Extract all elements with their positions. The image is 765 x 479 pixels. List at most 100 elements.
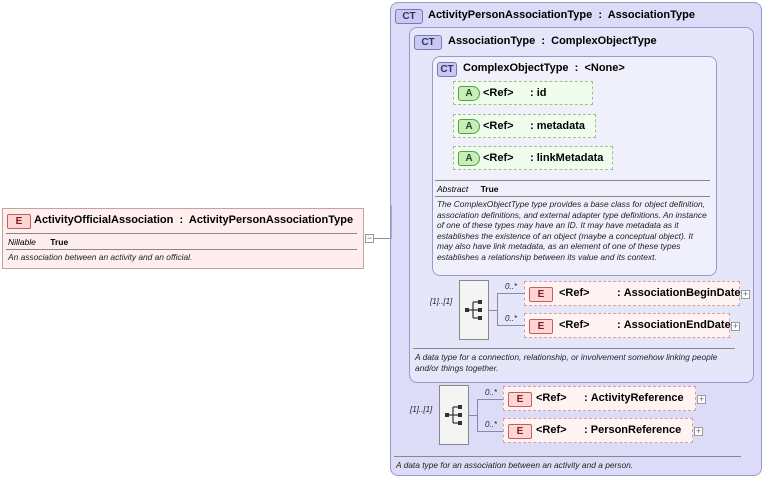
sequence-compositor[interactable] (439, 385, 469, 445)
element-name-text: AssociationBeginDate (623, 287, 741, 299)
inner-type-title: ComplexObjectType : <None> (463, 62, 625, 74)
attribute-link-metadata[interactable]: A <Ref> : linkMetadata (453, 146, 613, 170)
element-name-text: AssociationEndDate (623, 319, 731, 331)
root-description: An association between an activity and a… (8, 252, 193, 262)
connector-line (477, 399, 503, 400)
element-name: : ActivityReference (584, 392, 684, 404)
attribute-name-text: metadata (536, 120, 586, 132)
complex-type-icon: CT (414, 35, 442, 50)
attribute-metadata[interactable]: A <Ref> : metadata (453, 114, 596, 138)
element-association-begin-date[interactable]: E <Ref> : AssociationBeginDate (524, 281, 740, 306)
element-badge: E (529, 319, 553, 334)
mid-type-base: ComplexObjectType (551, 35, 657, 47)
type-separator: : (571, 62, 582, 74)
sequence-icon (465, 300, 482, 320)
outer-type-name: ActivityPersonAssociationType (428, 9, 593, 21)
inner-type-base: <None> (584, 62, 625, 74)
type-separator: : (176, 214, 187, 226)
connector-line (477, 431, 503, 432)
sequence-compositor[interactable] (459, 280, 489, 340)
connector-line (497, 293, 525, 294)
element-badge: E (7, 214, 31, 229)
element-person-reference[interactable]: E <Ref> : PersonReference (503, 418, 693, 443)
collapse-toggle-icon[interactable]: − (365, 233, 374, 243)
complex-type-activity-person-association: CT ActivityPersonAssociationType : Assoc… (390, 2, 762, 476)
connector-line (497, 293, 498, 326)
element-name: : AssociationEndDate (617, 319, 731, 331)
element-name-text: PersonReference (590, 424, 682, 436)
attribute-ref: <Ref> (483, 152, 514, 164)
element-name: : PersonReference (584, 424, 682, 436)
attribute-ref: <Ref> (483, 120, 514, 132)
element-ref: <Ref> (536, 424, 567, 436)
connector-line (469, 415, 477, 416)
outer-type-description: A data type for an association between a… (396, 460, 634, 470)
expand-icon[interactable]: + (731, 321, 740, 331)
attribute-icon: A (458, 119, 480, 134)
element-cardinality: 0..* (505, 314, 518, 323)
element-cardinality: 0..* (485, 420, 498, 429)
complex-type-complex-object: CT ComplexObjectType : <None> A <Ref> : … (432, 56, 717, 276)
attribute-id[interactable]: A <Ref> : id (453, 81, 593, 105)
root-element-box[interactable]: E ActivityOfficialAssociation : Activity… (2, 208, 364, 269)
type-separator: : (538, 35, 549, 47)
root-element-title: ActivityOfficialAssociation : ActivityPe… (34, 214, 353, 226)
attribute-name: : metadata (530, 120, 586, 132)
complex-type-icon: CT (437, 62, 457, 77)
sequence-cardinality: [1]..[1] (430, 297, 453, 306)
connector-line (374, 238, 391, 239)
abstract-label: Abstract (437, 184, 469, 194)
element-association-end-date[interactable]: E <Ref> : AssociationEndDate (524, 313, 731, 338)
nillable-row: Nillable True (8, 237, 68, 247)
inner-type-description: The ComplexObjectType type provides a ba… (437, 199, 707, 262)
connector-line (497, 325, 525, 326)
abstract-value: True (480, 184, 499, 194)
element-cardinality: 0..* (485, 388, 498, 397)
type-separator: : (595, 9, 606, 21)
element-ref: <Ref> (559, 287, 590, 299)
divider (6, 233, 357, 234)
divider (413, 348, 735, 349)
attribute-name: : linkMetadata (530, 152, 604, 164)
divider (6, 249, 357, 250)
expand-icon[interactable]: + (741, 289, 750, 299)
attribute-name-text: id (536, 87, 547, 99)
sequence-cardinality: [1]..[1] (410, 405, 433, 414)
connector-line (489, 310, 497, 311)
element-badge: E (508, 424, 532, 439)
attribute-name: : id (530, 87, 547, 99)
mid-type-title: AssociationType : ComplexObjectType (448, 35, 657, 47)
attribute-icon: A (458, 86, 480, 101)
element-ref: <Ref> (559, 319, 590, 331)
mid-type-name: AssociationType (448, 35, 536, 47)
divider (435, 180, 710, 181)
element-cardinality: 0..* (505, 282, 518, 291)
sequence-icon (445, 405, 462, 425)
element-activity-reference[interactable]: E <Ref> : ActivityReference (503, 386, 696, 411)
abstract-row: Abstract True (437, 184, 499, 194)
divider (394, 456, 741, 457)
mid-type-description: A data type for a connection, relationsh… (415, 352, 718, 373)
expand-icon[interactable]: + (694, 426, 703, 436)
root-element-type: ActivityPersonAssociationType (188, 214, 354, 226)
divider (435, 196, 710, 197)
element-name: : AssociationBeginDate (617, 287, 741, 299)
complex-type-association: CT AssociationType : ComplexObjectType C… (409, 27, 754, 383)
complex-type-icon: CT (395, 9, 423, 24)
outer-type-title: ActivityPersonAssociationType : Associat… (428, 9, 695, 21)
element-ref: <Ref> (536, 392, 567, 404)
expand-icon[interactable]: + (697, 394, 706, 404)
connector-line (391, 205, 392, 239)
element-name-text: ActivityReference (590, 392, 684, 404)
nillable-label: Nillable (8, 237, 36, 247)
nillable-value: True (50, 237, 69, 247)
attribute-icon: A (458, 151, 480, 166)
element-badge: E (508, 392, 532, 407)
attribute-ref: <Ref> (483, 87, 514, 99)
inner-type-name: ComplexObjectType (463, 62, 569, 74)
outer-type-base: AssociationType (607, 9, 695, 21)
root-element-name: ActivityOfficialAssociation (34, 214, 174, 226)
attribute-name-text: linkMetadata (536, 152, 604, 164)
connector-line (477, 399, 478, 432)
element-badge: E (529, 287, 553, 302)
